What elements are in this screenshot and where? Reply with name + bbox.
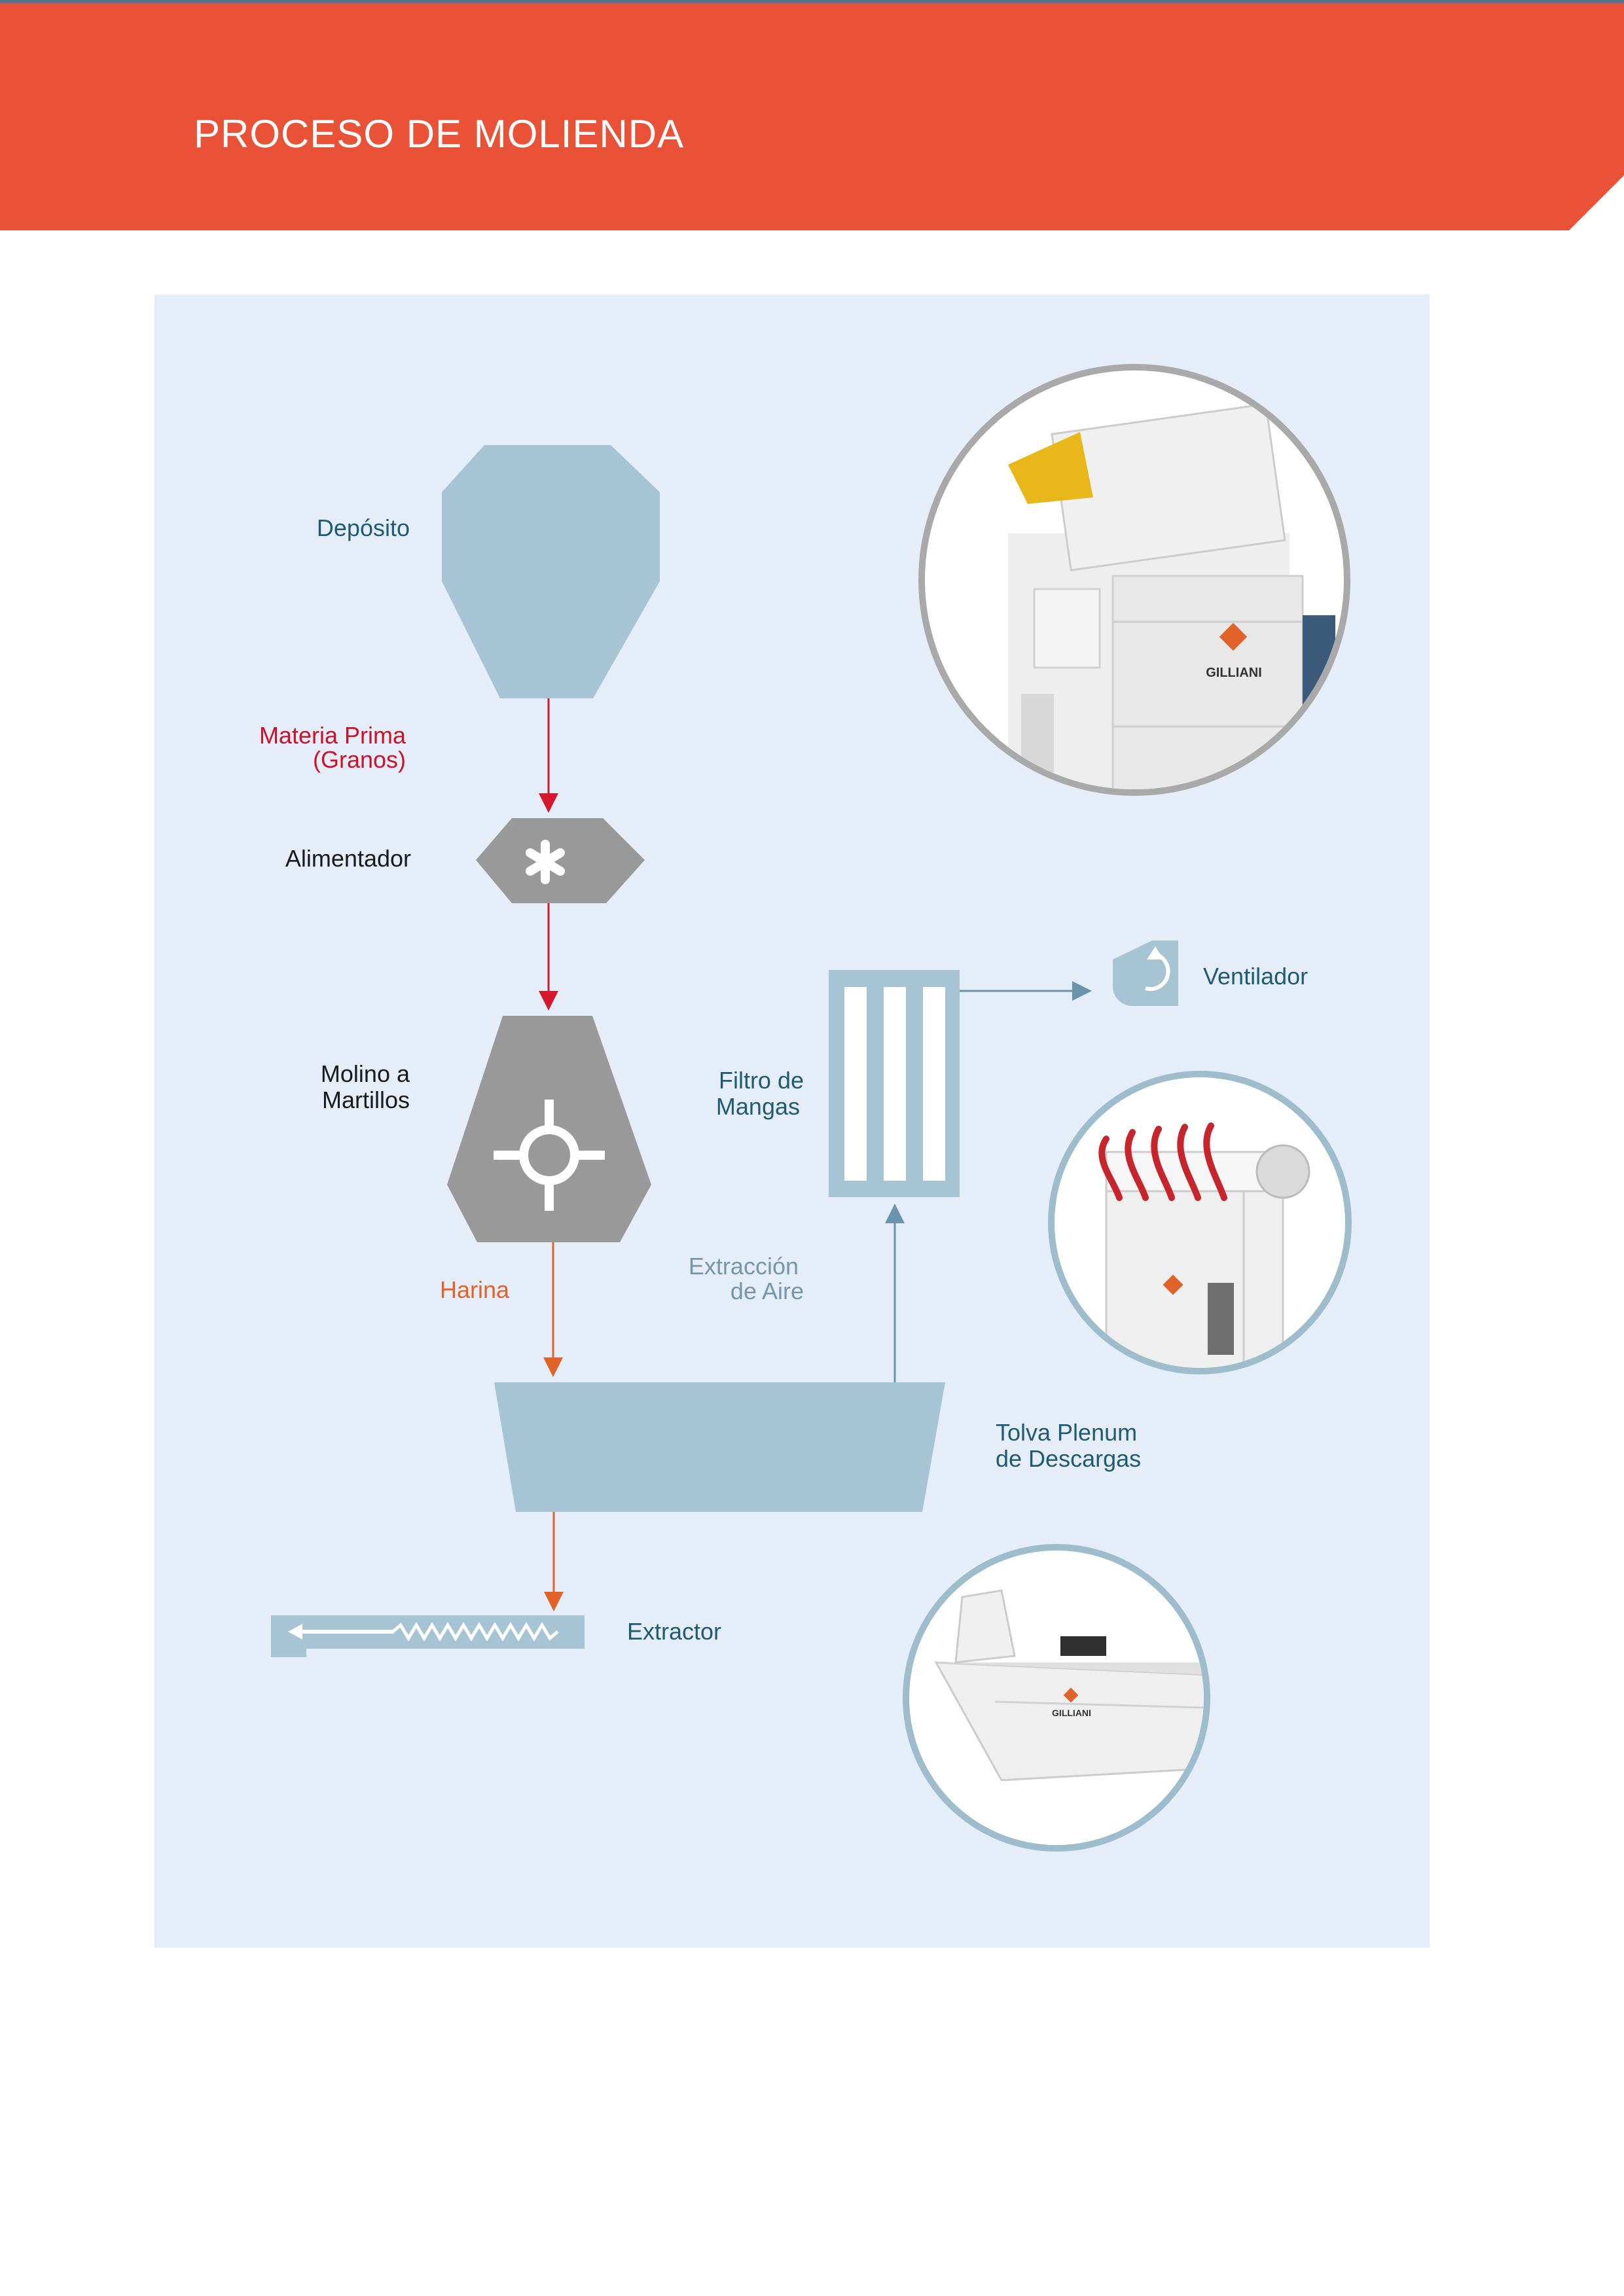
filtro-label: Filtro de <box>718 1067 804 1094</box>
descargas-label: de Descargas <box>996 1445 1142 1472</box>
molino-photo: GILLIANI <box>918 364 1350 796</box>
deposito-label: Depósito <box>316 514 410 541</box>
mangas-label: Mangas <box>715 1093 800 1120</box>
filtro-photo <box>1048 1071 1352 1374</box>
alimentador-shape <box>476 818 645 903</box>
extractor-label: Extractor <box>627 1618 722 1645</box>
svg-text:GILLIANI: GILLIANI <box>1206 666 1262 680</box>
tolva-label: Tolva Plenum <box>996 1419 1138 1446</box>
deposito-silo-shape <box>442 445 660 698</box>
svg-text:GILLIANI: GILLIANI <box>1052 1708 1091 1718</box>
harina-label: Harina <box>440 1276 510 1303</box>
tolva-photo: GILLIANI <box>903 1544 1210 1852</box>
granos-label: (Granos) <box>312 746 406 773</box>
page-title: PROCESO DE MOLIENDA <box>194 112 685 156</box>
molino-martillos-shape <box>447 1016 651 1242</box>
tolva-plenum-shape <box>494 1382 945 1512</box>
header-banner <box>0 0 1624 230</box>
filtro-mangas-shape <box>829 970 960 1197</box>
gilliani-logo: GILLIANI <box>1206 622 1262 680</box>
ventilador-label: Ventilador <box>1203 963 1308 990</box>
extractor-screw-shape <box>271 1615 585 1657</box>
extraccion-label: Extracción <box>688 1253 799 1280</box>
molino-label: Molino a <box>320 1060 410 1087</box>
alimentador-label: Alimentador <box>285 845 411 872</box>
martillos-label: Martillos <box>321 1086 410 1113</box>
ventilador-fan-shape <box>1113 941 1178 1006</box>
de-aire-label: de Aire <box>730 1278 804 1304</box>
materia-prima-label: Materia Prima <box>259 722 406 749</box>
